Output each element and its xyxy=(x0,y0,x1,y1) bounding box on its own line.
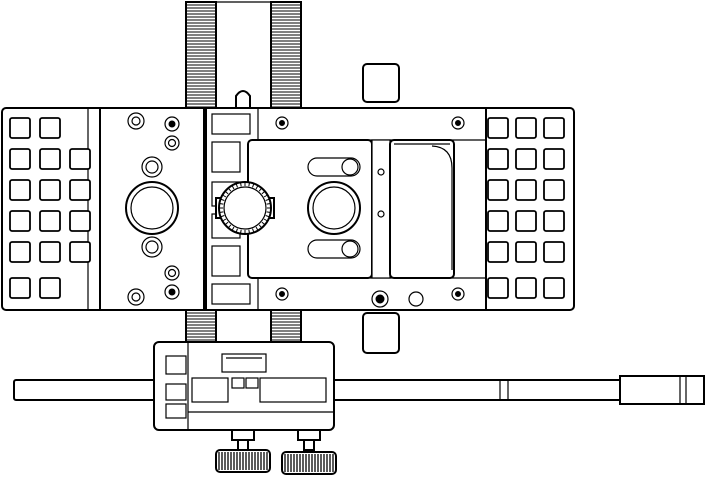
grid-square xyxy=(487,210,509,232)
grid-square xyxy=(9,277,31,299)
grid-square xyxy=(487,148,509,170)
grid-square xyxy=(515,277,537,299)
thumb-screws xyxy=(215,429,337,475)
grid-square xyxy=(515,179,537,201)
grid-square xyxy=(543,148,565,170)
grid-square xyxy=(515,241,537,263)
rod-threads xyxy=(186,4,301,344)
grid-square xyxy=(487,241,509,263)
grid-square xyxy=(69,210,91,232)
grid-square xyxy=(9,117,31,139)
grid-square xyxy=(9,148,31,170)
grid-square xyxy=(487,117,509,139)
knurled-knob xyxy=(215,181,275,235)
grid-square xyxy=(515,210,537,232)
grid-square xyxy=(543,241,565,263)
grid-square xyxy=(39,148,61,170)
horizontal-rod xyxy=(13,375,705,405)
grid-square xyxy=(69,241,91,263)
grid-square xyxy=(39,117,61,139)
grid-square xyxy=(9,179,31,201)
grid-square xyxy=(487,277,509,299)
grid-square xyxy=(543,117,565,139)
top-block xyxy=(362,63,400,103)
grid-square xyxy=(543,210,565,232)
rod-end-cap xyxy=(619,375,705,405)
grid-square xyxy=(543,179,565,201)
grid-square xyxy=(515,117,537,139)
left-bracket xyxy=(99,107,205,311)
lower-clamp xyxy=(153,341,335,431)
grid-square xyxy=(543,277,565,299)
right-grid xyxy=(487,117,565,299)
top-pin xyxy=(235,90,251,110)
grid-square xyxy=(515,148,537,170)
grid-square xyxy=(69,148,91,170)
bottom-block xyxy=(362,312,400,354)
grid-square xyxy=(69,179,91,201)
grid-square xyxy=(39,210,61,232)
left-grid xyxy=(9,117,91,299)
grid-square xyxy=(39,277,61,299)
grid-square xyxy=(487,179,509,201)
grid-square xyxy=(9,210,31,232)
grid-square xyxy=(39,241,61,263)
grid-square xyxy=(39,179,61,201)
grid-square xyxy=(9,241,31,263)
